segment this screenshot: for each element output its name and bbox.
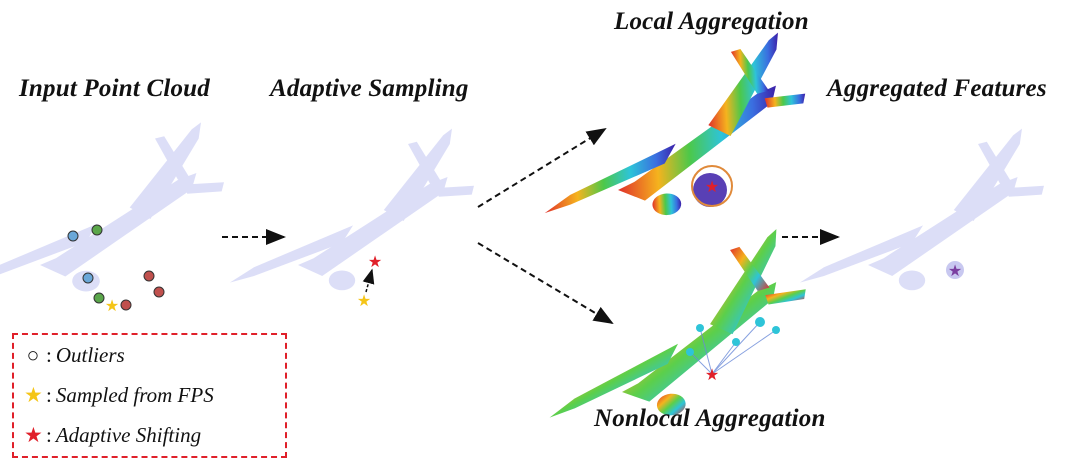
outlier-point <box>82 272 94 284</box>
title-input-point-cloud: Input Point Cloud <box>19 75 210 102</box>
outlier-point <box>67 230 79 242</box>
fps-star-icon: ★ <box>24 383 43 407</box>
local-neighborhood-circle <box>691 165 733 207</box>
shift-star-icon: ★ <box>705 179 719 196</box>
input-plane <box>0 122 224 292</box>
fps-star-icon: ★ <box>357 293 371 310</box>
fps-star-icon: ★ <box>105 298 119 315</box>
outlier-point <box>93 292 105 304</box>
legend-label-outliers: Outliers <box>55 343 125 367</box>
local-plane <box>535 31 812 222</box>
outlier-point <box>143 270 155 282</box>
title-aggregated-features: Aggregated Features <box>827 75 1047 102</box>
outlier-point <box>120 299 132 311</box>
legend-label-fps: Sampled from FPS <box>55 383 214 407</box>
legend-row-shift: ★:Adaptive Shifting <box>24 423 202 447</box>
outlier-points <box>67 224 165 311</box>
sampling-plane <box>229 128 474 291</box>
aggregated-plane <box>799 128 1044 291</box>
nonlocal-plane <box>534 227 816 426</box>
aggregated-star-icon: ★ <box>948 263 962 280</box>
arrow-to-local <box>477 127 607 208</box>
legend-box: ○:Outliers ★:Sampled from FPS ★:Adaptive… <box>12 333 287 458</box>
aggregated-glow <box>946 261 964 279</box>
nonlocal-points <box>686 317 780 356</box>
shift-star-icon: ★ <box>368 254 382 271</box>
title-nonlocal-aggregation: Nonlocal Aggregation <box>594 405 826 432</box>
shift-star-icon: ★ <box>705 367 719 384</box>
shift-star-icon: ★ <box>24 423 43 447</box>
legend-label-shift: Adaptive Shifting <box>55 423 202 447</box>
outlier-point <box>91 224 103 236</box>
title-adaptive-sampling: Adaptive Sampling <box>270 75 469 102</box>
legend-row-outliers: ○:Outliers <box>24 343 125 368</box>
shift-arrow <box>362 268 375 293</box>
arrow-to-nonlocal <box>477 242 614 325</box>
title-local-aggregation: Local Aggregation <box>614 8 809 35</box>
legend-row-fps: ★:Sampled from FPS <box>24 383 214 407</box>
outlier-circle-icon: ○ <box>26 343 40 367</box>
outlier-point <box>153 286 165 298</box>
nonlocal-links <box>689 321 777 375</box>
